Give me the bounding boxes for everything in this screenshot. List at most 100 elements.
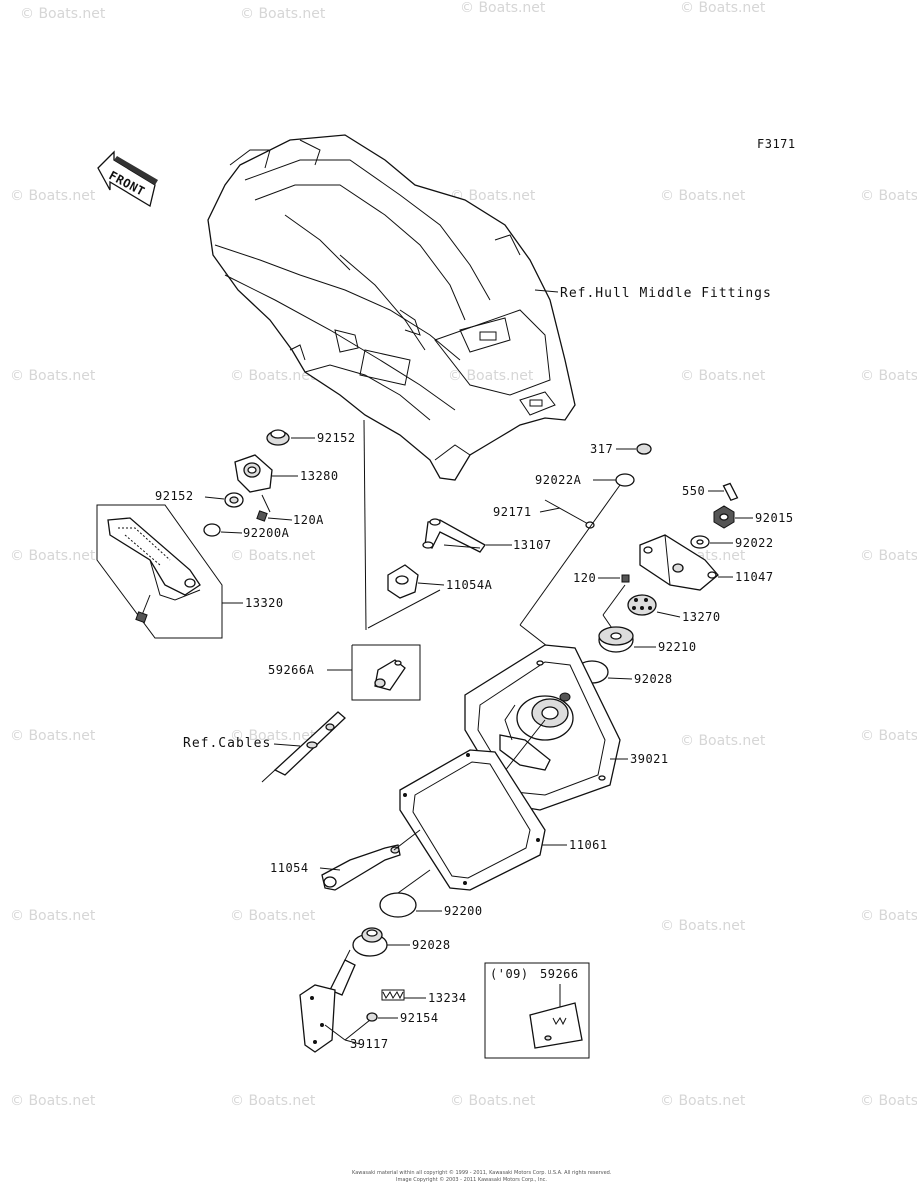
part-92022a-washer [615, 473, 635, 487]
leader-line [204, 496, 225, 500]
label-13107: 13107 [513, 538, 552, 552]
leader-line [417, 582, 445, 586]
copyright-text: Kawasaki material within all copyright ©… [352, 1169, 612, 1176]
label-39117: 39117 [350, 1037, 389, 1051]
copyright-text-2: Image Copyright © 2003 - 2011 Kawasaki M… [396, 1176, 547, 1183]
hull-middle-part: © Boats.net [207, 134, 576, 481]
front-arrow-icon: FRONT [97, 150, 158, 208]
watermark: © Boats.net [10, 368, 96, 384]
label-92152: 92152 [317, 431, 356, 445]
watermark: © Boats.net [230, 548, 316, 564]
watermark: © Boats.net [10, 1093, 96, 1109]
part-92200a-washer [203, 523, 221, 537]
label-39021: 39021 [630, 752, 669, 766]
part-13320-footrest [96, 504, 223, 639]
leader-line [393, 829, 421, 851]
watermark: © Boats.net [660, 188, 746, 204]
label-11061: 11061 [569, 838, 608, 852]
part-92152-collar [224, 492, 244, 508]
leader-line [344, 1039, 361, 1045]
label-92210: 92210 [658, 640, 697, 654]
inset-box-59266: ('09) 59266 [484, 962, 590, 1059]
leader-line [324, 1024, 346, 1041]
label-550: 550 [682, 484, 705, 498]
leader-line [656, 611, 681, 618]
part-11047-bracket [639, 534, 719, 591]
label-92022: 92022 [735, 536, 774, 550]
leader-line [607, 677, 633, 680]
watermark: © Boats.net [230, 728, 316, 744]
leader-line [397, 869, 431, 894]
part-59266a-group [351, 644, 421, 701]
part-11061-gasket [399, 749, 546, 891]
label-92152-collar: 92152 [155, 489, 194, 503]
part-317-nut [636, 443, 652, 455]
watermark: © Boats.net [660, 1093, 746, 1109]
label-92171: 92171 [493, 505, 532, 519]
part-92028-bushing [352, 927, 388, 957]
hull-watermark: © Boats.net [448, 368, 534, 384]
part-120-bolt [621, 574, 630, 583]
watermark: © Boats.net [860, 368, 917, 384]
part-11054a-plate [387, 564, 419, 599]
watermark: © Boats.net [230, 908, 316, 924]
leader-line [319, 867, 341, 871]
leader-line [273, 743, 301, 747]
watermark: © Boats.net [230, 368, 316, 384]
label-92015: 92015 [755, 511, 794, 525]
part-92015-nut [713, 505, 735, 529]
label-92028-bushing: 92028 [412, 938, 451, 952]
guide-line [363, 419, 367, 631]
watermark: © Boats.net [450, 188, 536, 204]
label-ref-hull: Ref.Hull Middle Fittings [560, 286, 772, 301]
leader-line [220, 531, 243, 534]
watermark: © Boats.net [860, 548, 917, 564]
figure-code: F3171 [757, 137, 796, 151]
part-92200-washer [379, 892, 417, 918]
leader-line [267, 517, 293, 521]
watermark: © Boats.net [10, 548, 96, 564]
watermark: © Boats.net [680, 0, 766, 16]
label-92200a: 92200A [243, 526, 290, 540]
watermark: © Boats.net [20, 6, 106, 22]
label-11054: 11054 [270, 861, 309, 875]
watermark: © Boats.net [10, 728, 96, 744]
label-13270: 13270 [682, 610, 721, 624]
part-120a-bolt [256, 494, 271, 522]
leader-line [344, 1019, 371, 1041]
cable-end [261, 711, 346, 783]
part-13234-spring [381, 989, 405, 1001]
watermark: © Boats.net [860, 728, 917, 744]
leader-line [534, 289, 559, 293]
watermark: © Boats.net [860, 188, 917, 204]
part-92154-screw [366, 1012, 378, 1022]
label-317: 317 [590, 442, 613, 456]
watermark: © Boats.net [860, 1093, 917, 1109]
label-59266a: 59266A [268, 663, 315, 677]
label-13320: 13320 [245, 596, 284, 610]
watermark: © Boats.net [680, 368, 766, 384]
label-92028: 92028 [634, 672, 673, 686]
label-120: 120 [573, 571, 596, 585]
label-13280: 13280 [300, 469, 339, 483]
watermark: © Boats.net [680, 733, 766, 749]
watermark: © Boats.net [450, 1093, 536, 1109]
label-11054a: 11054A [446, 578, 493, 592]
leader-line [367, 589, 441, 629]
part-13280-bracket [234, 454, 273, 493]
inset-year: ('09) [490, 967, 529, 981]
leader-line [443, 544, 481, 549]
part-39117-shaft-plate [299, 949, 356, 1053]
watermarks: © Boats.net © Boats.net © Boats.net © Bo… [10, 0, 917, 1109]
label-11047: 11047 [735, 570, 774, 584]
part-92152-grommet [266, 429, 290, 446]
label-120a: 120A [293, 513, 324, 527]
label-59266: 59266 [540, 967, 579, 981]
watermark: © Boats.net [230, 1093, 316, 1109]
label-92154: 92154 [400, 1011, 439, 1025]
part-11054-arm [321, 844, 401, 891]
label-92200: 92200 [444, 904, 483, 918]
label-ref-cables: Ref.Cables [183, 736, 271, 751]
leader-line [602, 584, 626, 616]
